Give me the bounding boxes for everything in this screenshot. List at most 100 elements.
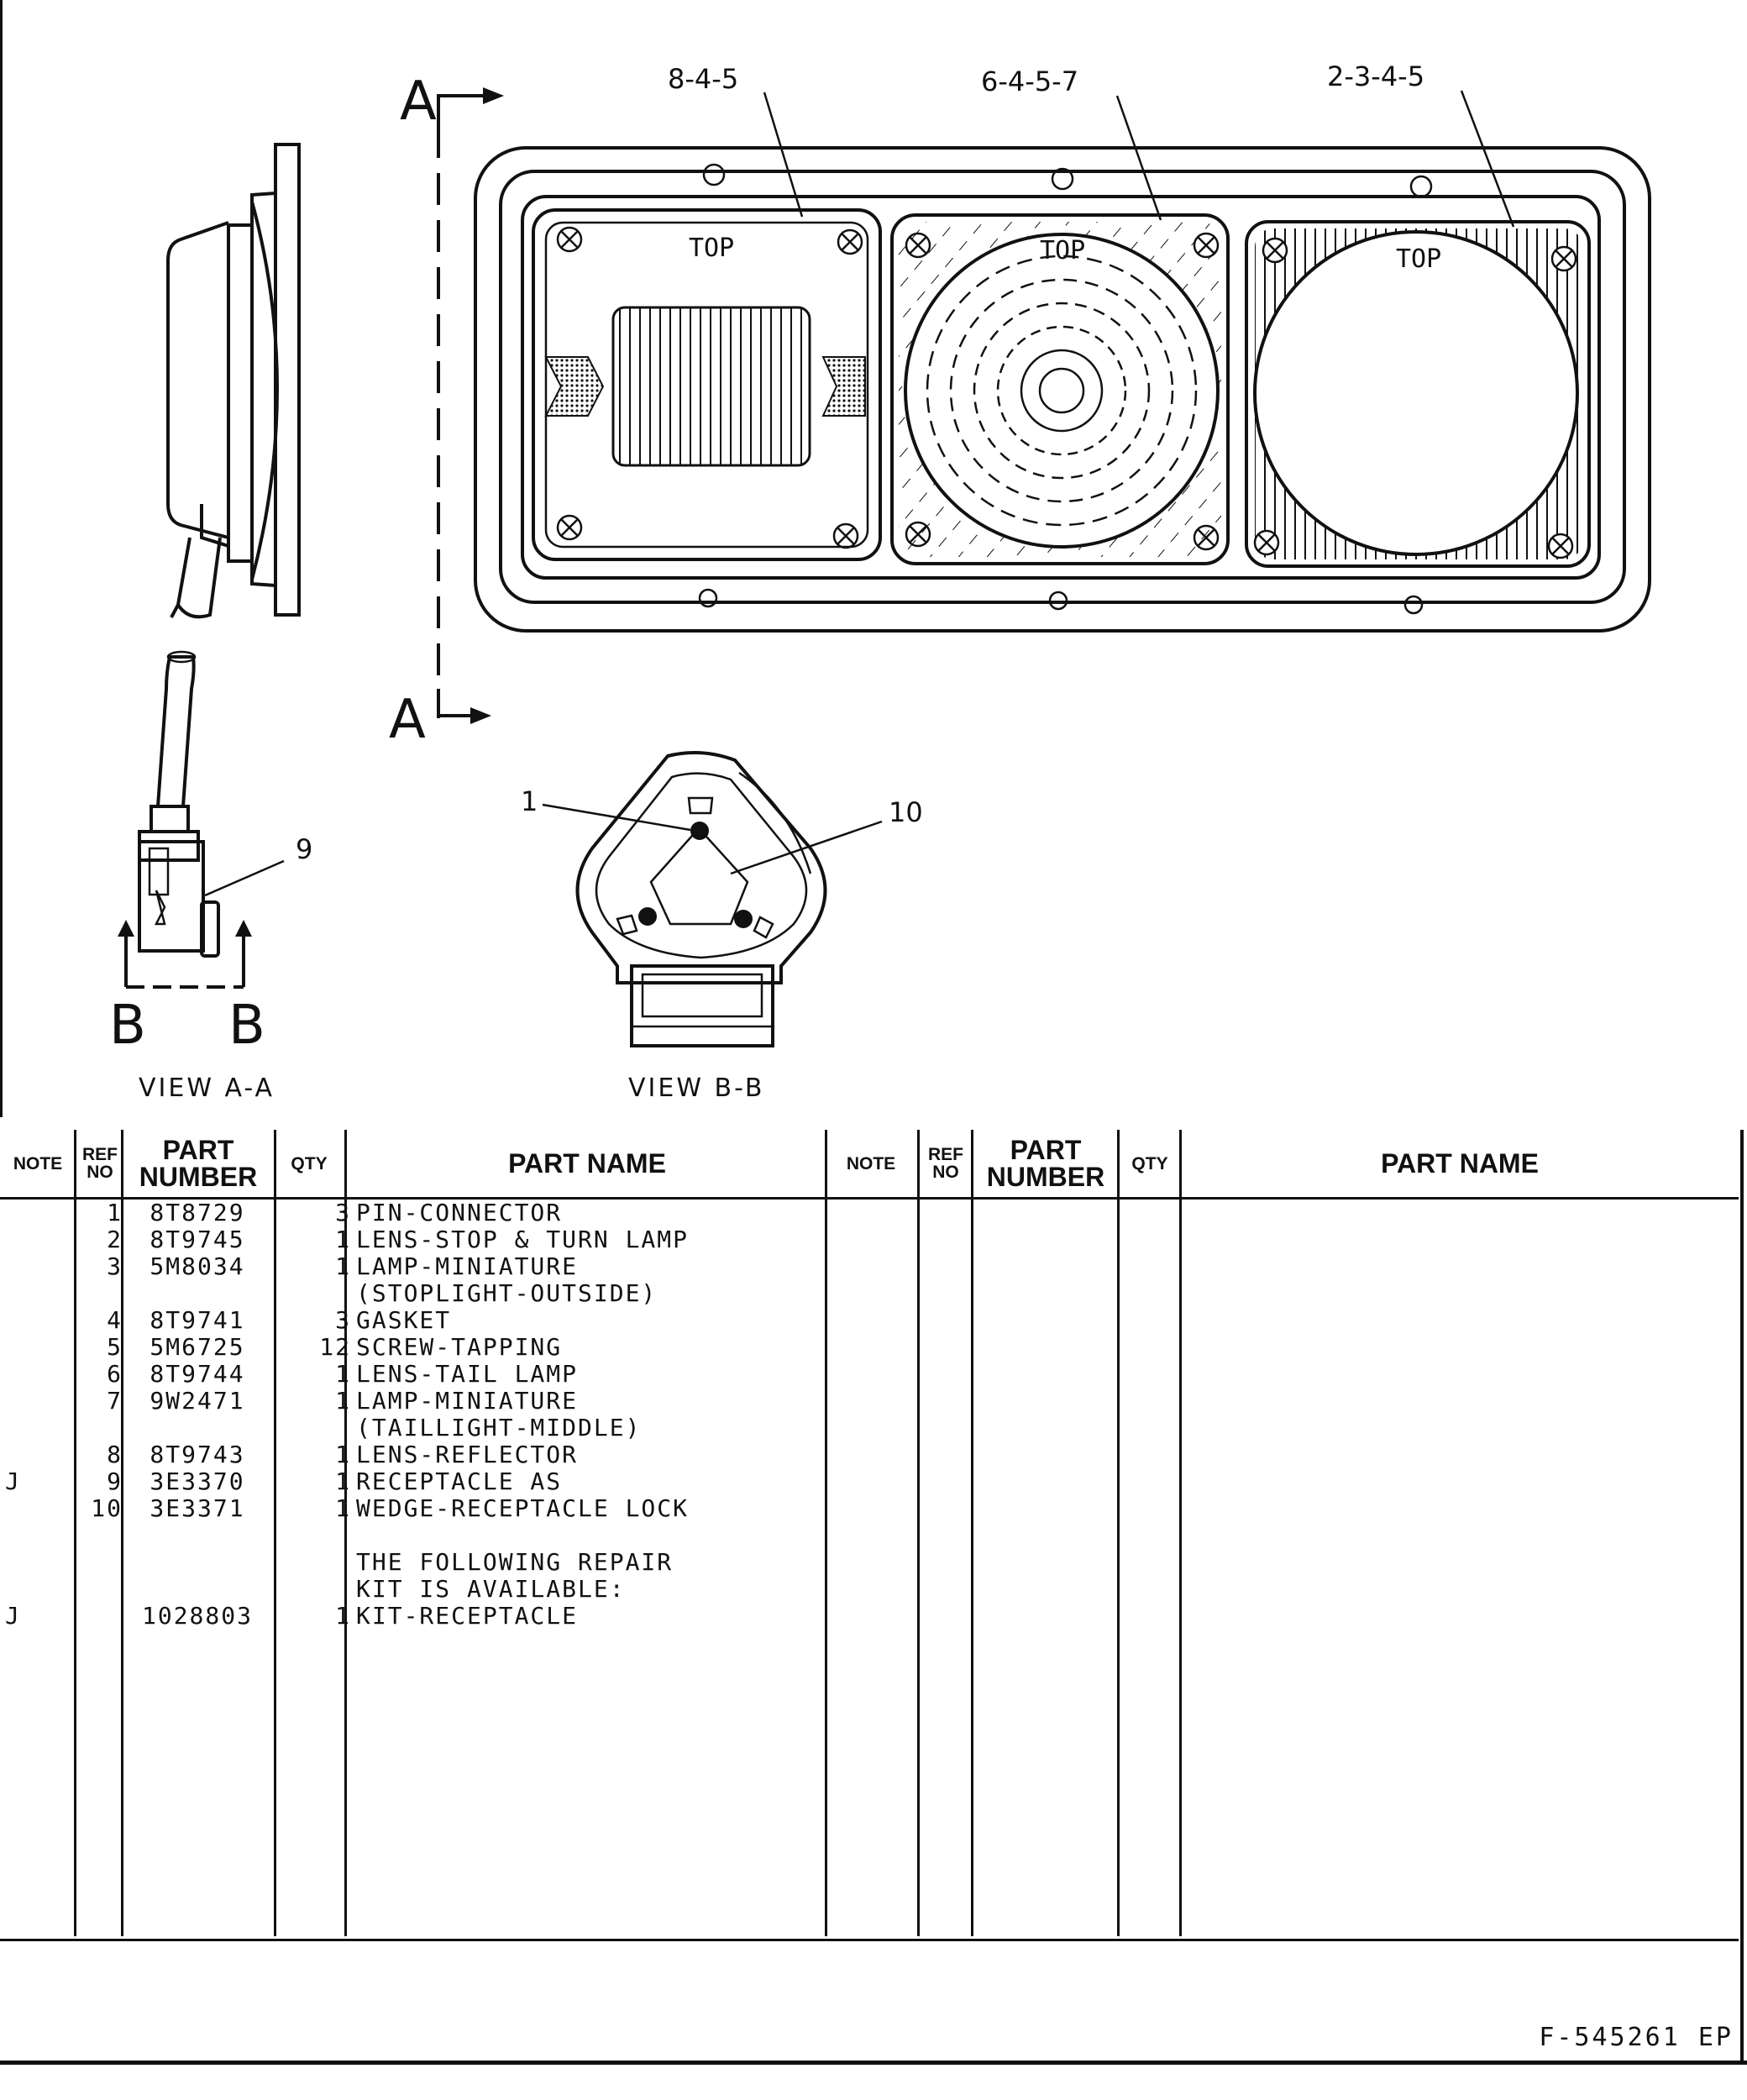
header-part-number-left: PART NUMBER — [139, 1135, 258, 1192]
header-part-name-left: PART NAME — [508, 1148, 666, 1179]
callout-receptacle: 9 — [296, 833, 312, 865]
row-ref: 9 — [107, 1467, 123, 1495]
side-view-lamp — [166, 143, 301, 619]
col-rule — [74, 1130, 76, 1936]
row-ref: 6 — [107, 1360, 123, 1388]
reflector-lens: TOP — [532, 208, 882, 561]
section-b-left-label: B — [109, 995, 146, 1057]
table-row: THE FOLLOWING REPAIR — [0, 1549, 840, 1576]
header-note-right: NOTE — [846, 1153, 896, 1173]
view-aa-label: VIEW A-A — [139, 1074, 275, 1103]
row-part-number: 8T9741 — [150, 1306, 245, 1334]
row-ref: 5 — [107, 1333, 123, 1361]
section-b-right-label: B — [228, 995, 265, 1057]
row-part-number: 1028803 — [141, 1602, 253, 1630]
table-frame — [0, 1197, 1739, 1941]
section-a-line: A A — [389, 71, 504, 751]
col-rule — [1179, 1130, 1182, 1936]
row-part-number: 8T9745 — [150, 1226, 245, 1253]
col-rule — [971, 1130, 973, 1936]
row-part-name: KIT-RECEPTACLE — [356, 1602, 579, 1630]
row-ref: 4 — [107, 1306, 123, 1334]
row-part-name: LENS-REFLECTOR — [356, 1441, 579, 1468]
callout-tail: 6-4-5-7 — [981, 66, 1078, 97]
row-part-name: LENS-TAIL LAMP — [356, 1360, 579, 1388]
row-part-number: 8T9744 — [150, 1360, 245, 1388]
col-rule — [825, 1130, 827, 1936]
col-rule — [917, 1130, 920, 1936]
row-qty: 3 — [335, 1306, 351, 1334]
row-part-name: SCREW-TAPPING — [356, 1333, 563, 1361]
row-part-number: 3E3370 — [150, 1467, 245, 1495]
table-row: 8 8T9743 1 LENS-REFLECTOR — [0, 1441, 840, 1468]
table-row: 2 8T9745 1 LENS-STOP & TURN LAMP — [0, 1226, 840, 1253]
left-border — [0, 0, 3, 1117]
col-rule — [344, 1130, 347, 1936]
row-note: J — [5, 1602, 21, 1630]
table-row: J 1028803 1 KIT-RECEPTACLE — [0, 1603, 840, 1630]
header-part-name-right: PART NAME — [1381, 1148, 1539, 1179]
row-qty: 1 — [335, 1360, 351, 1388]
row-note: J — [5, 1467, 21, 1495]
parts-list-table: NOTE REF NO PART NUMBER QTY PART NAME NO… — [0, 1130, 1745, 1987]
callout-stop-turn: 2-3-4-5 — [1327, 60, 1424, 92]
reflector-top-label: TOP — [689, 234, 734, 263]
row-qty: 1 — [335, 1467, 351, 1495]
tail-top-label: TOP — [1040, 236, 1085, 265]
row-part-name: WEDGE-RECEPTACLE LOCK — [356, 1494, 690, 1522]
lamp-assembly-illustration: A A TOP — [109, 60, 1651, 1103]
row-qty: 1 — [335, 1387, 351, 1415]
row-qty: 1 — [335, 1494, 351, 1522]
tail-lens: TOP — [890, 213, 1230, 565]
row-qty: 1 — [335, 1252, 351, 1280]
table-row: 5 5M6725 12 SCREW-TAPPING — [0, 1334, 840, 1361]
table-row: J 9 3E3370 1 RECEPTACLE AS — [0, 1468, 840, 1495]
row-qty: 1 — [335, 1602, 351, 1630]
table-row: 10 3E3371 1 WEDGE-RECEPTACLE LOCK — [0, 1495, 840, 1522]
header-ref-left: REF NO — [82, 1145, 118, 1182]
row-part-name: RECEPTACLE AS — [356, 1467, 563, 1495]
row-part-number: 5M6725 — [150, 1333, 245, 1361]
row-part-number: 8T9743 — [150, 1441, 245, 1468]
row-part-name: KIT IS AVAILABLE: — [356, 1575, 626, 1603]
row-part-number: 3E3371 — [150, 1494, 245, 1522]
section-a-bottom-label: A — [389, 689, 426, 751]
row-part-name: (STOPLIGHT-OUTSIDE) — [356, 1279, 658, 1307]
row-part-number: 9W2471 — [150, 1387, 245, 1415]
lamp-housing — [474, 146, 1651, 633]
table-row: (STOPLIGHT-OUTSIDE) — [0, 1280, 840, 1307]
row-part-name: (TAILLIGHT-MIDDLE) — [356, 1414, 642, 1441]
row-part-number: 8T8729 — [150, 1199, 245, 1226]
row-ref: 1 — [107, 1199, 123, 1226]
table-row: 7 9W2471 1 LAMP-MINIATURE — [0, 1388, 840, 1415]
row-ref: 3 — [107, 1252, 123, 1280]
right-border — [1740, 1130, 1744, 2062]
table-row: 1 8T8729 3 PIN-CONNECTOR — [0, 1200, 840, 1226]
row-part-number: 5M8034 — [150, 1252, 245, 1280]
col-rule — [274, 1130, 276, 1936]
row-qty: 1 — [335, 1441, 351, 1468]
footer-rule — [0, 2061, 1747, 2065]
callout-wedge: 10 — [889, 796, 923, 828]
table-row: (TAILLIGHT-MIDDLE) — [0, 1415, 840, 1441]
col-rule — [1117, 1130, 1120, 1936]
header-part-number-right: PART NUMBER — [986, 1135, 1105, 1192]
table-row: 6 8T9744 1 LENS-TAIL LAMP — [0, 1361, 840, 1388]
row-ref: 8 — [107, 1441, 123, 1468]
stop-turn-top-label: TOP — [1396, 244, 1441, 274]
col-rule — [121, 1130, 123, 1936]
row-part-name: PIN-CONNECTOR — [356, 1199, 563, 1226]
callout-reflector: 8-4-5 — [668, 63, 738, 95]
row-ref: 2 — [107, 1226, 123, 1253]
header-note-left: NOTE — [13, 1153, 63, 1173]
header-ref-right: REF NO — [928, 1145, 963, 1182]
row-part-name: LAMP-MINIATURE — [356, 1252, 579, 1280]
top-callouts: 8-4-5 6-4-5-7 2-3-4-5 — [668, 60, 1515, 228]
view-bb-label: VIEW B-B — [628, 1074, 764, 1103]
section-a-top-label: A — [400, 71, 437, 133]
row-qty: 12 — [319, 1333, 351, 1361]
header-qty-right: QTY — [1131, 1153, 1168, 1173]
table-row: 3 5M8034 1 LAMP-MINIATURE — [0, 1253, 840, 1280]
row-part-name: LENS-STOP & TURN LAMP — [356, 1226, 690, 1253]
